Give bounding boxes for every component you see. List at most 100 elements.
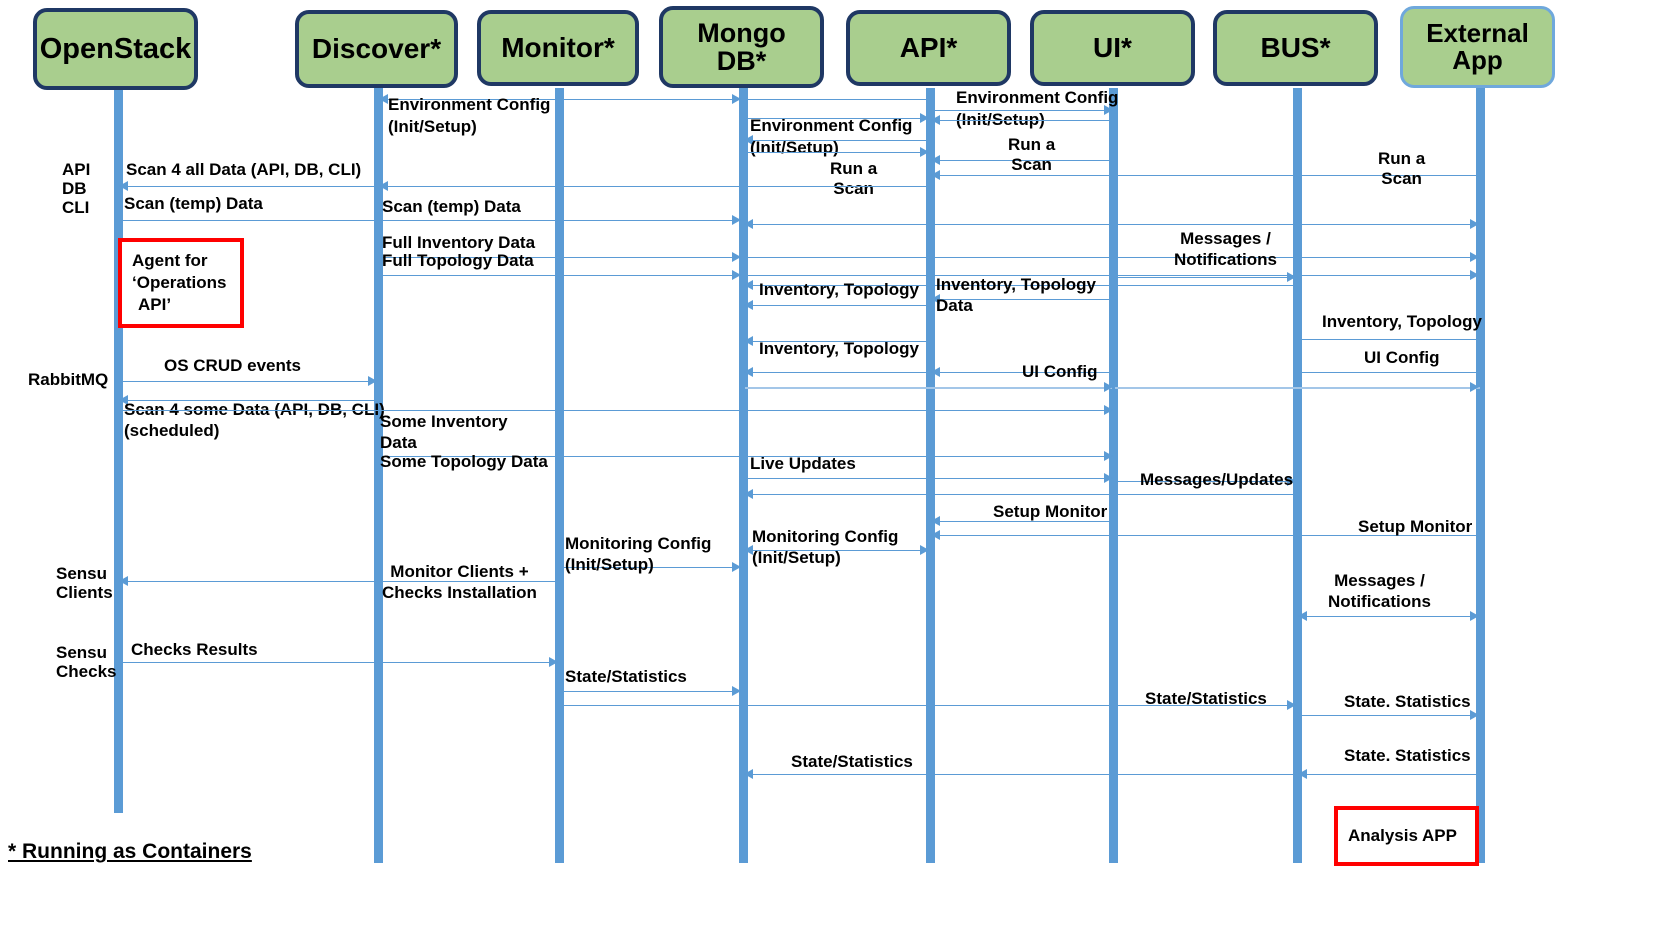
actor-label-api: API*	[899, 32, 958, 64]
arrowhead-m06	[744, 135, 753, 145]
message-line-m30	[745, 494, 1295, 495]
arrowhead-m07	[931, 155, 940, 165]
annotation-agent-operations-api: Agent for ‘Operations API’	[118, 238, 244, 328]
actor-externalapp[interactable]: External App	[1400, 6, 1555, 88]
lifeline-api	[926, 88, 935, 863]
arrowhead-m22	[1104, 382, 1113, 392]
message-line-m15b	[745, 305, 930, 306]
arrowhead-m30	[744, 489, 753, 499]
m24-line2: (scheduled)	[124, 421, 220, 441]
side-label-line-clients: Clients	[56, 583, 113, 603]
arrowhead-m39	[1470, 710, 1479, 720]
message-line-m36	[120, 662, 558, 663]
actor-label-discover: Discover*	[311, 33, 442, 65]
arrowhead-m35b	[1470, 611, 1479, 621]
side-label-line-api: API	[62, 160, 91, 179]
m34-line2: Checks Installation	[382, 583, 537, 603]
arrowhead-m09	[119, 181, 128, 191]
m06-line2: (Init/Setup)	[750, 138, 839, 158]
message-line-m09	[120, 186, 930, 187]
message-label-m01: Environment Config (Init/Setup)	[388, 95, 550, 137]
message-line-m41	[932, 774, 1478, 775]
message-label-m10: Scan (temp) Data	[124, 194, 263, 213]
message-line-m12b	[745, 257, 1485, 258]
arrowhead-m37	[732, 686, 741, 696]
arrowhead-m11	[744, 219, 753, 229]
arrowhead-m06b	[920, 147, 929, 157]
annotation-analysis-app-label: Analysis APP	[1348, 825, 1457, 845]
message-label-m26: Some Topology Data	[380, 452, 548, 471]
side-label-line-db: DB	[62, 179, 87, 199]
message-line-m12	[380, 257, 740, 258]
message-line-m04	[745, 118, 930, 119]
actor-bus[interactable]: BUS*	[1213, 10, 1378, 86]
message-line-m28	[1115, 481, 1295, 482]
footnote-running-as-containers: * Running as Containers	[8, 840, 252, 863]
message-label-m08: Run a Scan	[1378, 149, 1425, 189]
arrowhead-m11b	[1470, 219, 1479, 229]
annotation-agent-line1: Agent for	[132, 251, 208, 270]
side-label-line-cli: CLI	[62, 198, 90, 218]
lifeline-discover	[374, 88, 383, 863]
actor-ui[interactable]: UI*	[1030, 10, 1195, 86]
arrowhead-m29	[931, 516, 940, 526]
arrowhead-m23	[1470, 382, 1479, 392]
message-line-m39	[1299, 715, 1479, 716]
arrowhead-m35	[1298, 611, 1307, 621]
message-line-m07	[932, 160, 1112, 161]
message-label-m39: State. Statistics	[1344, 692, 1471, 711]
arrowhead-m14	[1287, 272, 1296, 282]
message-line-m03	[932, 110, 1112, 111]
message-label-m14: Messages / Notifications	[1174, 229, 1277, 270]
lifeline-monitor	[555, 88, 564, 863]
message-label-m28: Messages/Updates	[1140, 470, 1294, 489]
m25-line1: Some Inventory	[380, 412, 508, 431]
message-label-m37: State/Statistics	[565, 667, 687, 686]
message-line-m02	[560, 99, 740, 100]
message-label-m20: UI Config	[1364, 348, 1440, 367]
arrowhead-m40	[744, 769, 753, 779]
m08-line2: Scan	[1381, 169, 1422, 189]
message-line-m26	[380, 456, 740, 457]
m24-line1: Scan 4 some Data (API, DB, CLI)	[124, 400, 385, 419]
message-line-m19	[932, 372, 1112, 373]
arrowhead-m16	[931, 294, 940, 304]
actor-mongodb[interactable]: Mongo DB*	[659, 6, 824, 88]
actor-label-bus: BUS*	[1260, 32, 1331, 64]
message-line-m33	[560, 567, 740, 568]
arrowhead-m13	[732, 270, 741, 280]
message-line-m27	[745, 478, 1112, 479]
message-line-m13b	[745, 275, 1485, 276]
arrowhead-m12	[732, 252, 741, 262]
annotation-analysis-app: Analysis APP	[1334, 806, 1479, 866]
arrowhead-m02	[732, 94, 741, 104]
message-label-m34: Monitor Clients + Checks Installation	[382, 562, 537, 603]
arrowhead-m03	[1104, 105, 1113, 115]
lifeline-bus	[1293, 88, 1302, 863]
message-line-m15	[745, 285, 1295, 286]
arrowhead-m15	[744, 280, 753, 290]
arrowhead-m15b	[744, 300, 753, 310]
actor-monitor[interactable]: Monitor*	[477, 10, 639, 86]
arrowhead-m33	[732, 562, 741, 572]
actor-openstack[interactable]: OpenStack	[33, 8, 198, 90]
arrowhead-m01	[379, 94, 388, 104]
mongo-run-line1: Run a	[830, 159, 878, 178]
arrowhead-m27	[1104, 473, 1113, 483]
message-label-m22: UI Config	[1022, 362, 1098, 381]
message-label-m16: Inventory, Topology Data	[936, 275, 1096, 316]
mongo-run-line2: Scan	[833, 179, 874, 199]
message-line-m08	[932, 175, 1478, 176]
message-label-m17: Inventory, Topology	[1322, 312, 1482, 331]
message-label-m40: State/Statistics	[791, 752, 913, 771]
message-line-m21	[120, 381, 375, 382]
side-label-sensu-checks: Sensu Checks	[56, 643, 116, 681]
message-label-m38: State/Statistics	[1145, 689, 1267, 708]
side-label-sensu-clients: Sensu Clients	[56, 564, 113, 602]
message-line-m31	[932, 535, 1478, 536]
actor-label-mongodb: Mongo DB*	[697, 17, 786, 76]
actor-api[interactable]: API*	[846, 10, 1011, 86]
message-line-m18	[745, 341, 930, 342]
actor-discover[interactable]: Discover*	[295, 10, 458, 88]
